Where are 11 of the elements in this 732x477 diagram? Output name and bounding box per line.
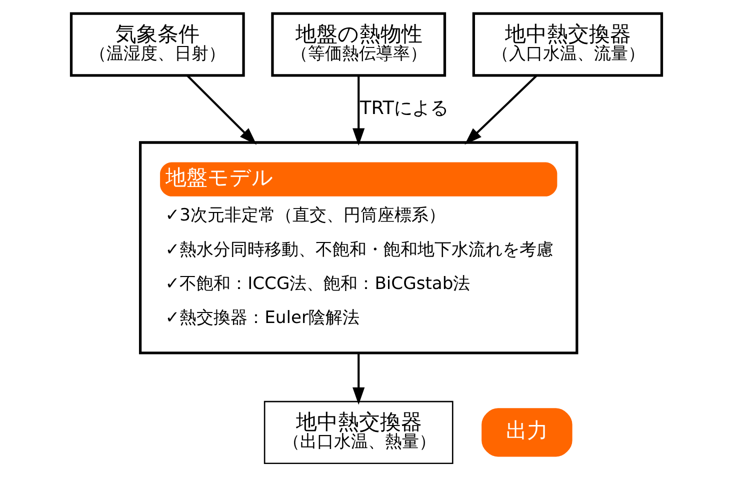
arrow	[352, 75, 364, 146]
node-box: 地中熱交換器 （入口水温、流量）	[472, 12, 663, 77]
node-box: 地中熱交換器 （出口水温、熱量）	[263, 400, 453, 464]
node-box: 気象条件 （温湿度、日射）	[69, 12, 244, 77]
arrow	[186, 74, 256, 145]
arrow	[464, 74, 538, 145]
node-box: 地盤の熱物性 （等価熱伝導率）	[270, 12, 446, 77]
arrow	[352, 353, 364, 405]
edge-label: TRTによる	[360, 98, 448, 119]
node-box: 地盤モデル ✓3次元非定常（直交、円筒座標系） ✓熱水分同時移動、不飽和・飽和地下水流れを考慮 ✓不飽和：ICCG法、飽和：BiCGstab法 ✓熱交換器：Euler陰解法	[138, 141, 578, 354]
node-box: 出力	[481, 408, 572, 457]
